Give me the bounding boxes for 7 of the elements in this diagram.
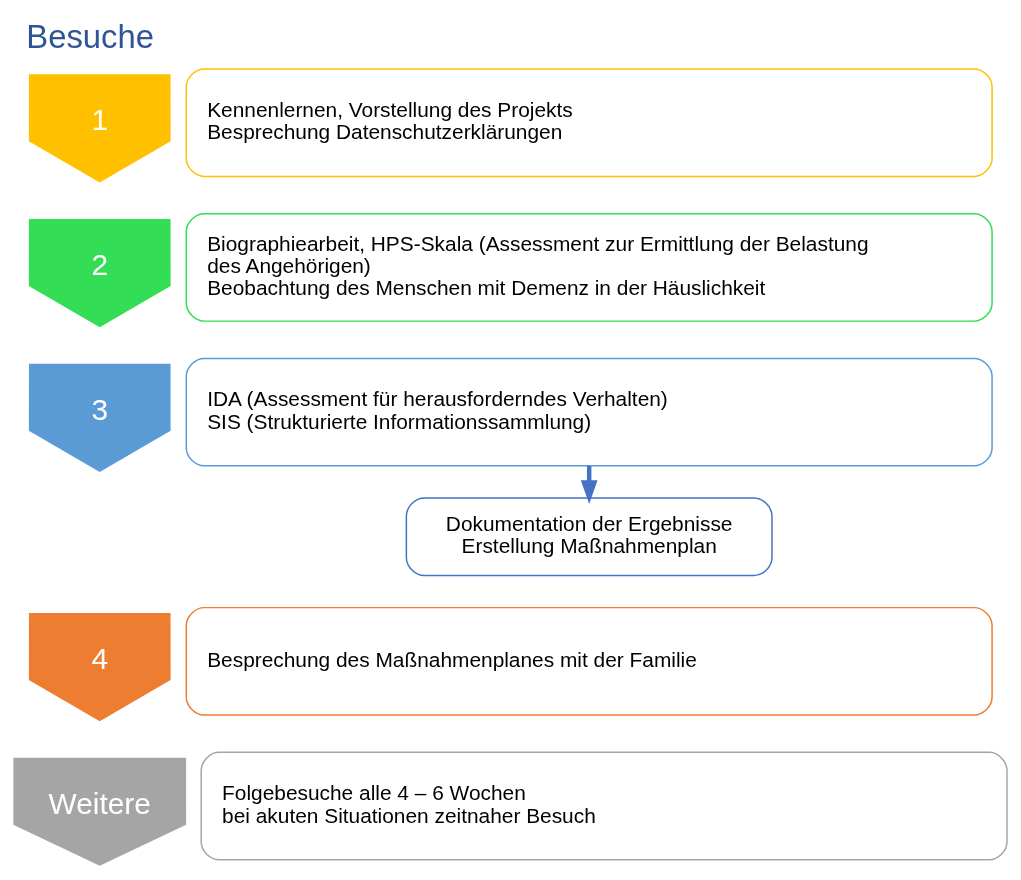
node-box: Folgebesuche alle 4 – 6 Wochen bei akuten Situationen zeitnaher Besuch [200,751,1008,861]
node-box: Besprechung des Maßnahmenplanes mit der Familie [185,606,993,716]
node-box: Biographiearbeit, HPS-Skala (Assessment zur Ermittlung der Belastung des Angehörigen) Beobachtung des Menschen mit Demenz in der Häuslichkeit [185,212,993,322]
node-box: Kennenlernen, Vorstellung des Projekts Besprechung Datenschutzerklärungen [185,67,993,177]
node-box: IDA (Assessment für herausforderndes Verhalten) SIS (Strukturierte Informationssammlung) [185,357,993,467]
diagram-title: Besuche [26,17,154,55]
node-box: Dokumentation der Ergebnisse Erstellung Maßnahmenplan [405,496,773,576]
